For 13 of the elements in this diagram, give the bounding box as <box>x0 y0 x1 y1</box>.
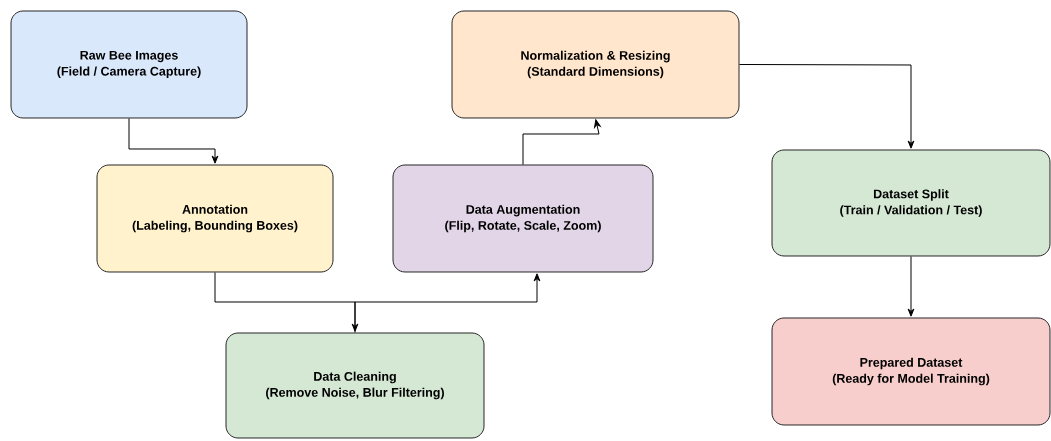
arrow <box>354 273 541 333</box>
process-box: Raw Bee Images (Field / Camera Capture) <box>10 10 248 119</box>
arrow <box>214 272 359 332</box>
arrow <box>739 64 915 149</box>
process-box: Data Augmentation (Flip, Rotate, Scale, Zoom) <box>392 164 654 273</box>
process-box: Normalization & Resizing (Standard Dimensions) <box>451 10 740 119</box>
process-box: Prepared Dataset (Ready for Model Training) <box>771 317 1051 426</box>
process-box: Dataset Split (Train / Validation / Test) <box>771 149 1051 257</box>
arrow <box>128 118 219 164</box>
arrow <box>907 256 915 317</box>
process-box: Data Cleaning (Remove Noise, Blur Filtering) <box>225 332 485 439</box>
process-box: Annotation (Labeling, Bounding Boxes) <box>96 164 334 273</box>
arrow <box>522 119 601 165</box>
